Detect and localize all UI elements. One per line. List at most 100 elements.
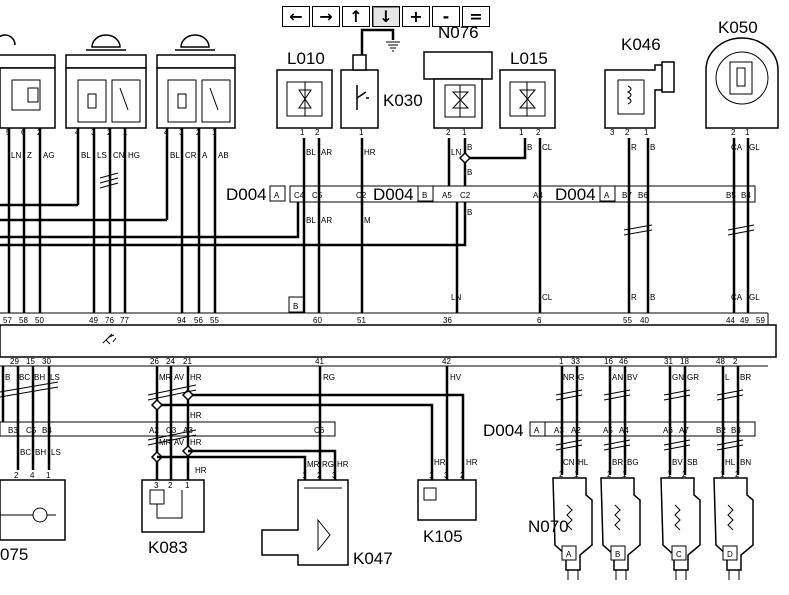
wire-label: HR	[195, 466, 207, 475]
wire-label: B	[650, 293, 655, 302]
cavity-label: A2	[149, 426, 159, 435]
wire-label: HL	[578, 458, 589, 467]
connector-tag-text: A	[274, 191, 280, 200]
cavity-label: C5	[312, 191, 323, 200]
label-n070: N070	[528, 517, 569, 536]
wire-label: SB	[687, 458, 698, 467]
bus-number: 59	[756, 316, 765, 325]
arrow-right-icon[interactable]: →	[312, 6, 340, 27]
bus-number: 40	[640, 316, 649, 325]
arrow-left-icon[interactable]: ←	[282, 6, 310, 27]
arrow-down-icon[interactable]: ↓	[372, 6, 400, 27]
pin-number: 1	[429, 471, 434, 480]
pin-number: 1	[745, 128, 750, 137]
cavity-label: B5	[726, 191, 736, 200]
connector-tag-text: A	[534, 426, 540, 435]
wire-label: AV	[174, 373, 185, 382]
wire-label: MR	[159, 438, 172, 447]
bus-number: 60	[313, 316, 322, 325]
connector-label: D004	[555, 185, 596, 204]
wire-label: HR	[434, 458, 446, 467]
injector-tag-text: B	[615, 550, 620, 559]
pin-number: 2	[196, 128, 201, 137]
component-k105	[417, 479, 477, 521]
bus-number: 18	[680, 357, 689, 366]
bus-number: 33	[571, 357, 580, 366]
pin-number: 2	[735, 470, 740, 479]
wire-label: HR	[466, 458, 478, 467]
injector-tag	[610, 545, 626, 561]
wire-label: RG	[322, 460, 334, 469]
bus-number: 30	[42, 357, 51, 366]
wire-label: CN	[563, 458, 575, 467]
cavity-label: C4	[294, 191, 305, 200]
label-k047: K047	[353, 549, 393, 568]
wire-label: BC	[19, 373, 30, 382]
wire-label: AR	[321, 148, 332, 157]
pin-number: 3	[444, 471, 449, 480]
cavity-label: A3	[183, 426, 193, 435]
connector-tag-text: A	[604, 191, 610, 200]
component-075	[0, 479, 66, 541]
wire-label: BL	[170, 151, 180, 160]
pin-number: 1	[574, 470, 579, 479]
equals-icon[interactable]: =	[462, 6, 490, 27]
pin-number: 1	[302, 471, 307, 480]
arrow-up-icon[interactable]: ↑	[342, 6, 370, 27]
injector-tag	[722, 545, 738, 561]
bus-number: 56	[194, 316, 203, 325]
wire-label: B	[467, 168, 472, 177]
wire-label: BV	[672, 458, 683, 467]
label-k050: K050	[718, 18, 758, 37]
wire-label: BL	[81, 151, 91, 160]
pin-number: 2	[682, 470, 687, 479]
wire-label: GL	[749, 293, 760, 302]
plus-icon[interactable]: +	[402, 6, 430, 27]
component-k050	[705, 37, 779, 129]
wire-label: GN	[672, 373, 684, 382]
cavity-label: C3	[166, 426, 177, 435]
wire-label: HR	[337, 460, 349, 469]
component-l010	[276, 69, 333, 129]
pin-number: 2	[625, 128, 630, 137]
cavity-label: A3	[554, 426, 564, 435]
pin-number: 4	[164, 128, 169, 137]
lamp-icon	[102, 333, 117, 345]
wire-label: CR	[185, 151, 197, 160]
wire-label: AB	[218, 151, 229, 160]
injector-tag	[671, 545, 687, 561]
bus-number: 51	[357, 316, 366, 325]
cavity-label: A5	[603, 426, 613, 435]
connector-tag	[599, 185, 616, 202]
cavity-label: A7	[679, 426, 689, 435]
wire-label: BV	[627, 373, 638, 382]
cavity-label: C2	[460, 191, 471, 200]
wire-label: LS	[97, 151, 107, 160]
component-k030	[340, 54, 379, 129]
connector-tag	[529, 421, 546, 437]
connector-top-left-2	[65, 34, 147, 129]
pin-number: 1	[720, 470, 725, 479]
wire-label: BR	[740, 373, 751, 382]
wire-label: BH	[34, 373, 45, 382]
cavity-label: B2	[716, 426, 726, 435]
wire-label: CA	[731, 293, 743, 302]
wire-label: LN	[451, 148, 461, 157]
wire-label: HR	[190, 438, 202, 447]
wire-label: G	[578, 373, 584, 382]
wire-label: HR	[190, 373, 202, 382]
bus-number: 46	[619, 357, 628, 366]
bus-number: 21	[183, 357, 192, 366]
minus-icon[interactable]: -	[432, 6, 460, 27]
wire-label: AV	[174, 438, 185, 447]
harness-bus	[0, 324, 777, 358]
wire-label: MR	[159, 373, 172, 382]
pin-number: 1	[667, 470, 672, 479]
injector-tag-text: A	[566, 550, 572, 559]
bus-number: 50	[35, 316, 44, 325]
pin-number: 2	[168, 481, 173, 490]
wire-label: LS	[51, 448, 61, 457]
label-l015: L015	[510, 49, 548, 68]
wire-label: AR	[321, 216, 332, 225]
